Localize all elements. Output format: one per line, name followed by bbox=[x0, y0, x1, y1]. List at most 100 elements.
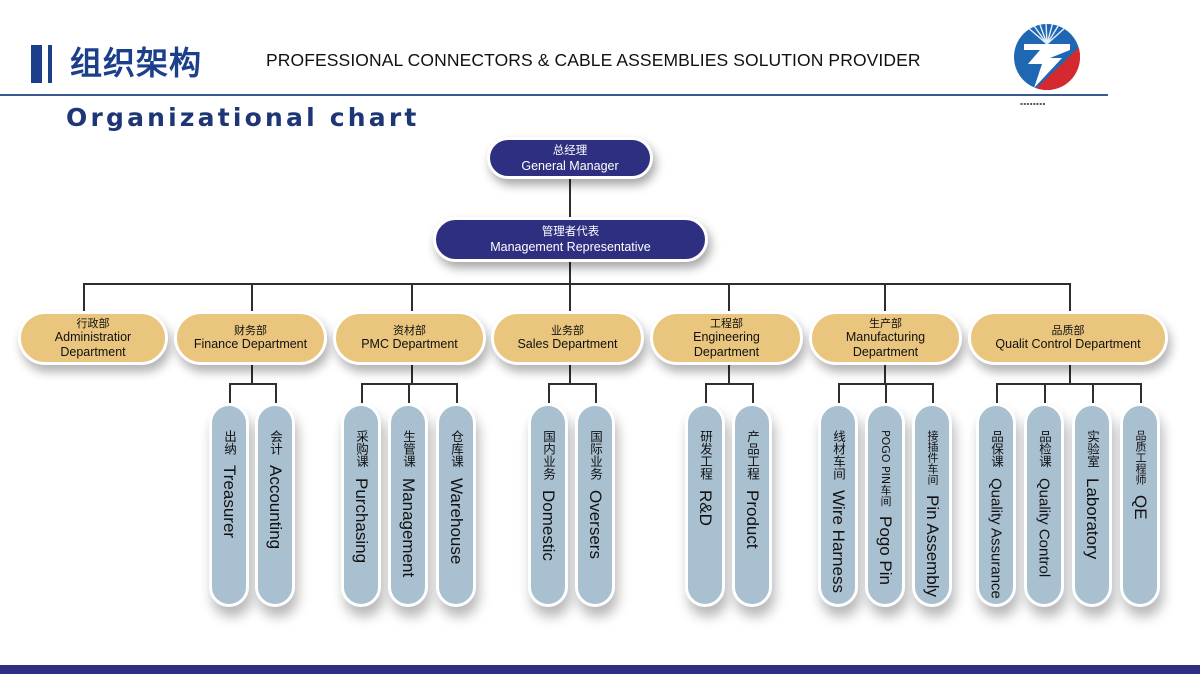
section-node[interactable]: 国内业务 Domestic bbox=[528, 403, 568, 607]
connector-bus-to-department bbox=[411, 283, 413, 311]
section-label-en: Product bbox=[743, 490, 762, 549]
section-label-cn: 国际业务 bbox=[588, 430, 603, 480]
connector-gm-to-rep bbox=[569, 179, 571, 217]
logo-caption: ▪▪▪▪▪▪▪▪ bbox=[1020, 101, 1046, 106]
connector-bus-to-section bbox=[996, 383, 998, 403]
section-label-en: Accounting bbox=[266, 465, 285, 550]
section-node[interactable]: 采购课 Purchasing bbox=[341, 403, 381, 607]
connector-bus-to-section bbox=[361, 383, 363, 403]
section-node[interactable]: 品检课 Quality Control bbox=[1024, 403, 1064, 607]
lightning-globe-logo-icon bbox=[1012, 22, 1082, 92]
department-label-en: Engineering Department bbox=[693, 329, 760, 359]
section-label-cn: 采购课 bbox=[354, 430, 369, 468]
section-label-en: Purchasing bbox=[352, 477, 371, 563]
section-label-cn: 接插件车间 bbox=[926, 430, 939, 485]
department-label-en: Qualit Control Department bbox=[995, 337, 1141, 351]
page-subtitle: Organizational chart bbox=[66, 103, 420, 132]
connector-department-to-sections bbox=[728, 365, 730, 383]
connector-bus-to-department bbox=[1069, 283, 1071, 311]
node-label-cn: 管理者代表 bbox=[541, 224, 600, 238]
section-label-en: Pogo Pin bbox=[876, 516, 895, 586]
section-label-en: R&D bbox=[696, 490, 715, 526]
section-label-cn: 品保课 bbox=[989, 430, 1004, 468]
section-node[interactable]: 会计 Accounting bbox=[255, 403, 295, 607]
section-label-en: Oversers bbox=[586, 490, 605, 559]
section-label-en: Treasurer bbox=[220, 465, 239, 539]
section-label-en: Laboratory bbox=[1083, 477, 1102, 559]
section-label-cn: 国内业务 bbox=[541, 430, 556, 480]
section-label-cn: 生管课 bbox=[401, 430, 416, 468]
section-label-cn: 仓库课 bbox=[449, 430, 464, 468]
connector-department-to-sections bbox=[251, 365, 253, 383]
connector-department-to-sections bbox=[411, 365, 413, 383]
connector-bus-to-section bbox=[1044, 383, 1046, 403]
node-label-en: Management Representative bbox=[490, 240, 651, 254]
department-label-en: Sales Department bbox=[517, 337, 618, 351]
section-label-cn: 线材车间 bbox=[831, 430, 846, 480]
connector-department-to-sections bbox=[569, 365, 571, 383]
header-divider bbox=[0, 94, 1108, 96]
section-label-en: Domestic bbox=[539, 490, 558, 561]
node-label-en: General Manager bbox=[521, 158, 619, 173]
department-label-en: Finance Department bbox=[193, 337, 308, 351]
section-node[interactable]: 国际业务 Oversers bbox=[575, 403, 615, 607]
section-label-cn: 产品工程 bbox=[745, 430, 760, 480]
connector-department-to-sections bbox=[1069, 365, 1071, 383]
section-node[interactable]: 实验室 Laboratory bbox=[1072, 403, 1112, 607]
connector-bus-to-department bbox=[251, 283, 253, 311]
section-node[interactable]: 产品工程 Product bbox=[732, 403, 772, 607]
connector-bus-to-department bbox=[728, 283, 730, 311]
node-label-cn: 总经理 bbox=[552, 142, 588, 157]
section-node[interactable]: 线材车间 Wire Harness bbox=[818, 403, 858, 607]
department-label-en: Manufacturing Department bbox=[845, 329, 926, 359]
section-label-en: Quality Control bbox=[1035, 477, 1053, 577]
connector-section-bus bbox=[996, 383, 1142, 385]
section-label-cn: POGO PIN车间 bbox=[879, 430, 892, 507]
section-node[interactable]: 品保课 Quality Assurance bbox=[976, 403, 1016, 607]
section-label-cn: 实验室 bbox=[1085, 430, 1100, 468]
department-label-cn: 业务部 bbox=[551, 324, 584, 337]
department-label-cn: 行政部 bbox=[76, 316, 110, 330]
connector-bus-to-section bbox=[275, 383, 277, 403]
connector-bus-to-section bbox=[705, 383, 707, 403]
node-general-manager[interactable]: 总经理 General Manager bbox=[487, 137, 653, 179]
connector-bus-to-department bbox=[83, 283, 85, 311]
department-label-cn: 生产部 bbox=[869, 316, 902, 330]
section-label-cn: 出纳 bbox=[222, 430, 237, 455]
section-label-en: Quality Assurance bbox=[987, 477, 1005, 599]
connector-bus-to-department bbox=[884, 283, 886, 311]
node-management-representative[interactable]: 管理者代表 Management Representative bbox=[433, 217, 708, 262]
section-label-en: Wire Harness bbox=[829, 490, 848, 593]
company-tagline: PROFESSIONAL CONNECTORS & CABLE ASSEMBLI… bbox=[266, 50, 921, 70]
header-accent-bar-thin bbox=[48, 45, 52, 83]
connector-bus-to-section bbox=[548, 383, 550, 403]
department-label-cn: 资材部 bbox=[393, 324, 426, 337]
section-node[interactable]: 出纳 Treasurer bbox=[209, 403, 249, 607]
section-label-cn: 会计 bbox=[268, 430, 283, 455]
section-label-cn: 品检课 bbox=[1037, 430, 1052, 468]
department-label-en: Administratior Department bbox=[54, 329, 132, 359]
section-label-cn: 研发工程 bbox=[698, 430, 713, 480]
department-label-cn: 品质部 bbox=[1051, 324, 1085, 337]
section-node[interactable]: 研发工程 R&D bbox=[685, 403, 725, 607]
connector-department-bus bbox=[83, 283, 1069, 285]
header-accent-bar bbox=[31, 45, 42, 83]
section-label-en: QE bbox=[1131, 495, 1150, 520]
connector-bus-to-section bbox=[229, 383, 231, 403]
connector-bus-to-section bbox=[1092, 383, 1094, 403]
page-title: 组织架构 bbox=[70, 44, 203, 82]
connector-bus-to-section bbox=[408, 383, 410, 403]
department-label-cn: 工程部 bbox=[710, 316, 743, 330]
section-node[interactable]: POGO PIN车间 Pogo Pin bbox=[865, 403, 905, 607]
